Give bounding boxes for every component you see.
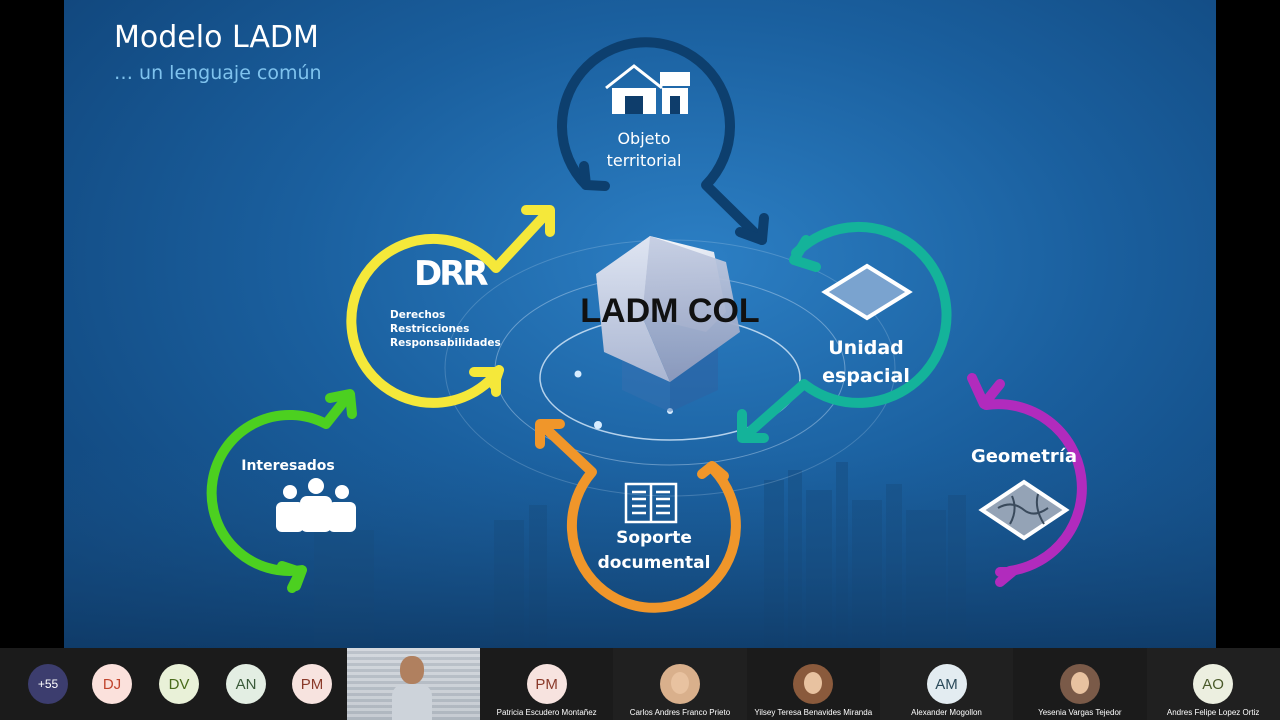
speaker-person xyxy=(392,656,432,720)
orbit-dot xyxy=(594,421,602,429)
geometria-label: Geometría xyxy=(970,446,1078,467)
participant-name: Alexander Mogollon xyxy=(911,708,982,717)
soporte-documental-cycle-arrow xyxy=(535,419,741,613)
diagram-canvas xyxy=(64,37,1216,648)
participant-avatar: AM xyxy=(926,664,967,704)
participant-tile[interactable]: Yilsey Teresa Benavides Miranda xyxy=(747,648,880,720)
drr-cycle-arrow xyxy=(346,205,555,408)
soporte-documental-label: Soporte documental xyxy=(597,528,711,573)
unidad-espacial-label: Unidad espacial xyxy=(822,337,910,387)
participant-name: Yesenia Vargas Tejedor xyxy=(1038,708,1122,717)
participant-avatar[interactable]: AN xyxy=(226,664,266,704)
document-book-icon xyxy=(624,482,678,524)
drr-description-label: Derechos Restricciones Responsabilidades xyxy=(390,309,501,349)
objeto-territorial-label: Objeto territorial xyxy=(606,129,682,170)
participant-avatar: AO xyxy=(1193,664,1234,704)
ladm-col-label: LADM COL xyxy=(580,292,760,330)
orbit-dot xyxy=(574,370,582,378)
participant-name: Carlos Andres Franco Prieto xyxy=(629,708,731,717)
spatial-unit-polygon-icon xyxy=(821,263,913,321)
participant-photo xyxy=(659,664,700,704)
active-speaker-video[interactable] xyxy=(347,648,480,720)
participant-name: Patricia Escudero Montañez xyxy=(496,708,597,717)
geometria-cycle-arrow xyxy=(967,373,1087,587)
participant-avatar: PM xyxy=(526,664,567,704)
slide-subtitle: … un lenguaje común xyxy=(114,62,322,84)
participant-tile[interactable]: AO Andres Felipe Lopez Ortiz xyxy=(1146,648,1280,720)
participant-avatar[interactable]: DV xyxy=(159,664,199,704)
drr-logo: DRR xyxy=(414,254,489,294)
geometry-map-icon xyxy=(978,479,1070,541)
participant-name: Yilsey Teresa Benavides Miranda xyxy=(754,708,873,717)
ladm-cube-icon xyxy=(596,236,740,412)
interesados-cycle-arrow xyxy=(206,389,357,593)
participant-avatar[interactable]: DJ xyxy=(92,664,132,704)
participant-avatar[interactable]: PM xyxy=(292,664,332,704)
house-icon xyxy=(605,64,690,114)
participant-name: Andres Felipe Lopez Ortiz xyxy=(1166,708,1260,717)
participant-tile[interactable]: AM Alexander Mogollon xyxy=(879,648,1014,720)
people-group-icon xyxy=(276,478,356,532)
participant-tile[interactable]: PM Patricia Escudero Montañez xyxy=(480,648,613,720)
slide-title: Modelo LADM xyxy=(114,20,319,55)
more-participants-button[interactable]: +55 xyxy=(28,664,68,704)
interesados-label: Interesados xyxy=(241,458,335,474)
participant-photo xyxy=(793,664,834,704)
objeto-territorial-cycle-arrow xyxy=(557,37,769,245)
participant-tile[interactable]: Yesenia Vargas Tejedor xyxy=(1013,648,1146,720)
orbit-dot xyxy=(667,408,673,414)
unidad-espacial-cycle-arrow xyxy=(737,221,952,443)
presentation-slide: Modelo LADM … un lenguaje común LADM COL… xyxy=(64,0,1216,648)
participant-photo xyxy=(1059,664,1100,704)
participant-tile[interactable]: Carlos Andres Franco Prieto xyxy=(613,648,747,720)
participants-bar: +55 DJ DV AN PM PM Patricia Escudero Montañez C… xyxy=(0,648,1280,720)
